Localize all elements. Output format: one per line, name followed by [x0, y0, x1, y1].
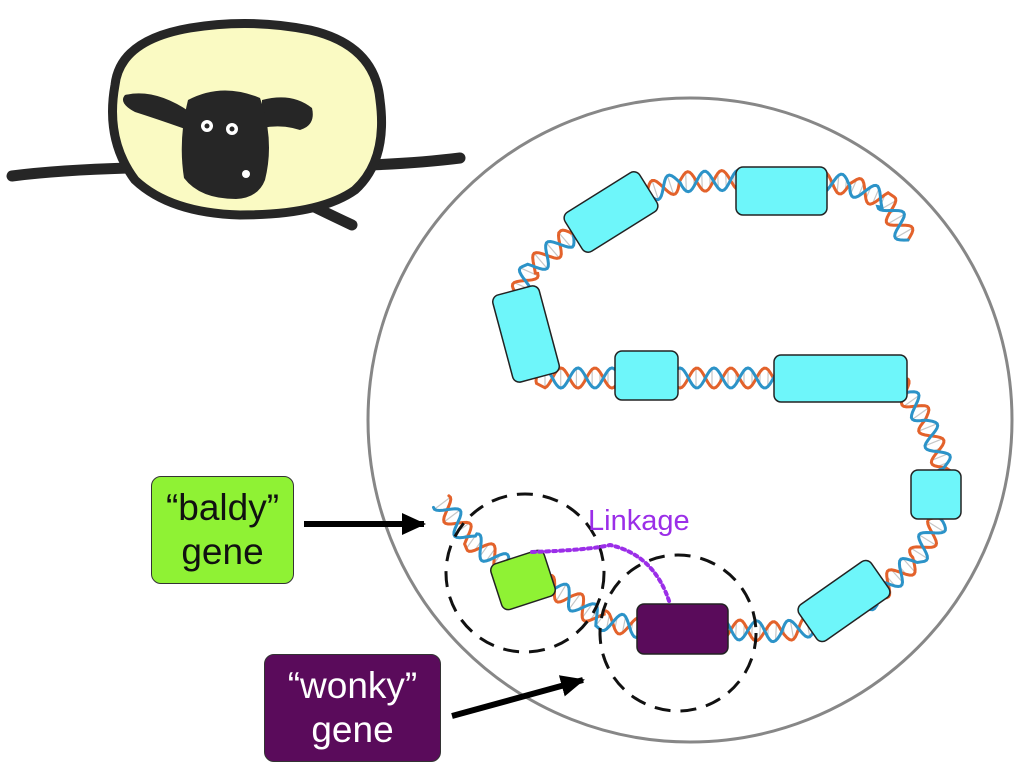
dna-rung [910, 547, 928, 560]
dna-rung [651, 180, 659, 200]
dna-rung [685, 172, 687, 192]
baldy-gene-label-line1: “baldy” [165, 487, 280, 528]
sheep-ear-left [122, 93, 190, 130]
linkage-connector [530, 542, 672, 606]
sheep-pupil-right [229, 126, 235, 132]
wonky-highlight-circle [598, 553, 758, 713]
dna-rung [533, 252, 548, 269]
wonky-gene-label-line1: “wonky” [287, 665, 418, 706]
gene-block [797, 559, 891, 643]
dna-rung [887, 213, 905, 225]
gene-block [491, 285, 561, 383]
gene-block [563, 171, 659, 253]
dna-rung [903, 394, 920, 407]
sheep-nose [242, 170, 250, 178]
dna-rung [872, 188, 880, 204]
baldy-highlight-circle [444, 492, 606, 654]
dna-rung [924, 438, 943, 447]
baldy-gene-block [490, 549, 556, 611]
baldy-gene-label: “baldy” gene [151, 476, 294, 584]
sheep-ear-right [262, 97, 313, 130]
dna-rung [581, 603, 593, 619]
dna-rung [902, 558, 916, 573]
dna-rung [701, 172, 703, 190]
dna-rung [836, 175, 840, 193]
baldy-gene-label-line2: gene [181, 531, 264, 572]
dna-rung [918, 534, 937, 546]
dna-rung [555, 583, 567, 602]
dna-rung [891, 569, 903, 583]
cell-circle [366, 96, 1014, 744]
dna-rung [918, 423, 938, 432]
dna-rung [931, 453, 949, 461]
dna-rung [545, 242, 560, 259]
wonky-gene-label-line2: gene [311, 709, 394, 750]
dna-rung [568, 593, 581, 610]
gene-block [773, 354, 908, 403]
wonky-gene-block [636, 603, 729, 655]
dna-rung [434, 496, 451, 510]
sheep-pupil-left [204, 123, 210, 129]
sheep-face [181, 90, 269, 199]
dna-rung [735, 621, 737, 638]
gene-block [614, 350, 679, 401]
gene-block [735, 166, 828, 216]
gene-block [910, 469, 962, 520]
wonky-gene-label: “wonky” gene [264, 654, 441, 762]
dna-rung [621, 616, 627, 634]
dna-rung [789, 620, 795, 640]
dna-rung [895, 227, 913, 239]
dna-rung [759, 623, 761, 639]
wonky-arrow-icon [451, 675, 585, 719]
dna-rung [774, 622, 778, 641]
dna-rung [443, 509, 461, 523]
linkage-label: Linkage [588, 505, 690, 537]
dna-rung [912, 407, 929, 420]
dna-rung [927, 521, 945, 533]
dna-rung [558, 232, 572, 248]
sheep-icon [6, 18, 466, 231]
dna-rung [666, 175, 675, 195]
